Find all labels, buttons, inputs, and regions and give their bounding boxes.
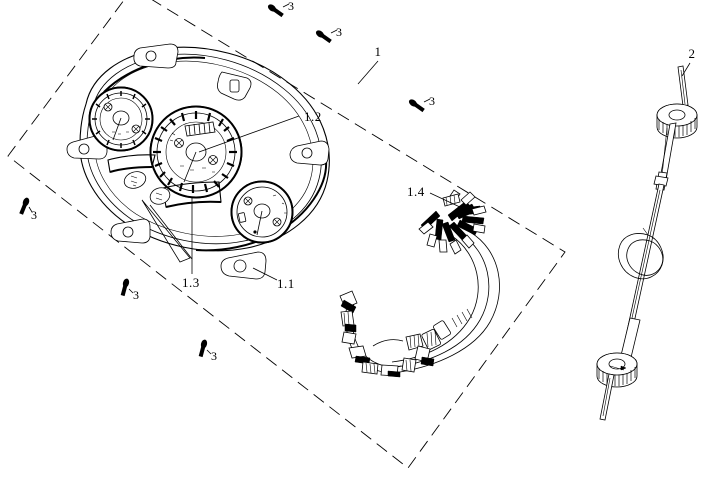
speedometer-cable	[596, 65, 698, 421]
callout-2: 2	[689, 46, 696, 61]
screw-label-3-f: 3	[211, 349, 217, 363]
lens-panel	[107, 154, 222, 263]
callout-1-1: 1.1	[277, 276, 295, 291]
harness-connector-fan	[418, 189, 487, 255]
screw-label-3-d: 3	[31, 208, 37, 222]
screw-group	[19, 3, 431, 358]
assembly-boundary-dashed	[7, 0, 566, 469]
screw-icon	[19, 197, 30, 215]
cluster-mounting-tabs	[66, 43, 330, 280]
callout-labels: 1 2 1.2 1.4 1.3 1.1	[182, 44, 696, 291]
callout-1: 1	[375, 44, 382, 59]
callout-leader-lines	[191, 60, 691, 281]
center-speedometer	[149, 105, 243, 199]
screw-icon	[315, 30, 332, 44]
cable-lower-nut	[596, 352, 638, 388]
harness-lower-connectors	[339, 290, 435, 378]
screw-label-3-a: 3	[288, 0, 294, 13]
callout-1-3: 1.3	[182, 275, 200, 290]
screw-label-3-e: 3	[133, 288, 139, 302]
screw-label-3-b: 3	[336, 25, 342, 39]
screw-icon	[198, 339, 208, 358]
callout-1-2: 1.2	[304, 109, 322, 124]
screw-icon	[120, 278, 130, 297]
instrument-cluster	[66, 43, 330, 280]
screw-icon	[267, 4, 284, 18]
left-gauge	[88, 86, 154, 152]
odometer-window	[184, 121, 216, 137]
screw-label-3-c: 3	[429, 94, 435, 108]
callout-1-4: 1.4	[407, 184, 425, 199]
cable-upper-nut	[656, 103, 698, 139]
right-gauge	[230, 180, 294, 244]
screw-labels: 3 3 3 3 3 3	[31, 0, 435, 363]
harness-ribbing	[405, 308, 473, 351]
wiring-harness	[339, 189, 500, 378]
screw-icon	[408, 99, 425, 113]
cable-loop	[617, 227, 664, 280]
